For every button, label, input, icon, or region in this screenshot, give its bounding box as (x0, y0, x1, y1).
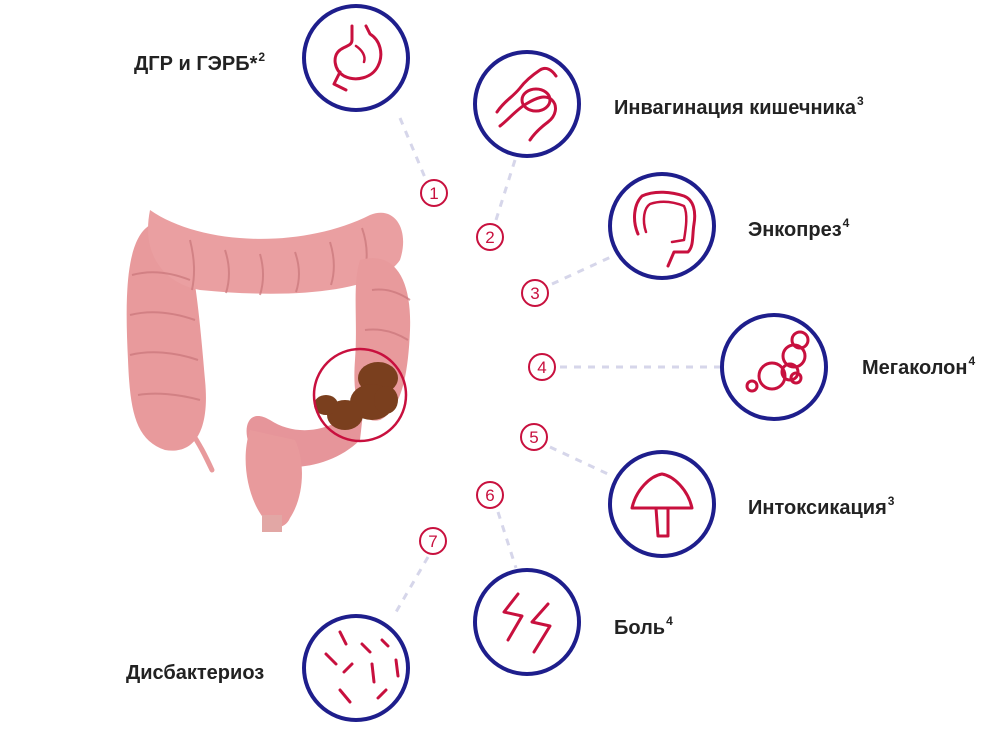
bacteria-icon (302, 614, 410, 722)
label-dysbacteriosis: Дисбактериоз (126, 662, 265, 684)
number-marker-1: 1 (420, 179, 448, 207)
svg-text:1: 1 (429, 184, 438, 203)
label-intussusception: Инвагинация кишечника3 (614, 94, 864, 119)
megacolon-bubbles-icon (720, 313, 828, 421)
intussusception-icon (473, 50, 581, 158)
label-dgr-gerd: ДГР и ГЭРБ*2 (134, 50, 266, 75)
label-megacolon: Мегаколон4 (862, 354, 976, 379)
svg-text:7: 7 (428, 532, 437, 551)
number-marker-6: 6 (476, 481, 504, 509)
number-marker-3: 3 (521, 279, 549, 307)
stomach-icon (302, 4, 410, 112)
colon-illustration (126, 210, 411, 532)
number-marker-4: 4 (528, 353, 556, 381)
connectors (394, 117, 720, 613)
svg-text:5: 5 (529, 428, 538, 447)
label-encopresis: Энкопрез4 (748, 216, 850, 241)
svg-text:2: 2 (485, 228, 494, 247)
svg-text:6: 6 (485, 486, 494, 505)
svg-text:4: 4 (537, 358, 546, 377)
colon-outline-icon (608, 172, 716, 280)
number-markers: 1 2 3 4 5 6 7 (419, 179, 556, 555)
svg-text:3: 3 (530, 284, 539, 303)
mushroom-icon (608, 450, 716, 558)
lightning-icon (473, 568, 581, 676)
number-marker-7: 7 (419, 527, 447, 555)
number-marker-5: 5 (520, 423, 548, 451)
number-marker-2: 2 (476, 223, 504, 251)
label-intoxication: Интоксикация3 (748, 494, 895, 519)
label-pain: Боль4 (614, 614, 673, 639)
